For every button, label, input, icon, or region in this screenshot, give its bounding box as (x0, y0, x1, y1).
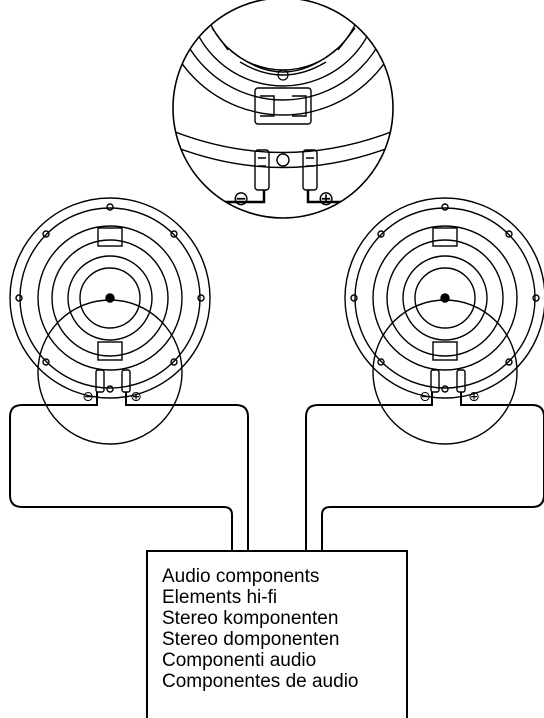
components-label-nl: Stereo domponenten (162, 629, 340, 650)
right-speaker-negative-icon: ⊖ (419, 389, 431, 405)
left-speaker-negative-icon: ⊖ (82, 389, 94, 405)
right-speaker (344, 197, 544, 445)
right-speaker-positive-icon: ⊕ (468, 389, 480, 405)
detail-negative-terminal-icon: ⊖ (233, 186, 250, 210)
components-label-en: Audio components (162, 566, 320, 587)
left-speaker (9, 197, 211, 445)
left-speaker-wire (9, 392, 249, 550)
detail-positive-terminal-icon: ⊕ (318, 186, 335, 210)
components-label-es: Componentes de audio (162, 671, 359, 692)
terminal-detail-zoom: ⊖ ⊕ (172, 0, 394, 219)
right-speaker-wire (305, 392, 544, 550)
audio-components-box: Audio components Elements hi-fi Stereo k… (146, 550, 408, 718)
left-speaker-positive-icon: ⊕ (130, 389, 142, 405)
components-label-de: Stereo komponenten (162, 608, 339, 629)
components-label-it: Componenti audio (162, 650, 317, 671)
components-label-fr: Elements hi-fi (162, 587, 278, 608)
